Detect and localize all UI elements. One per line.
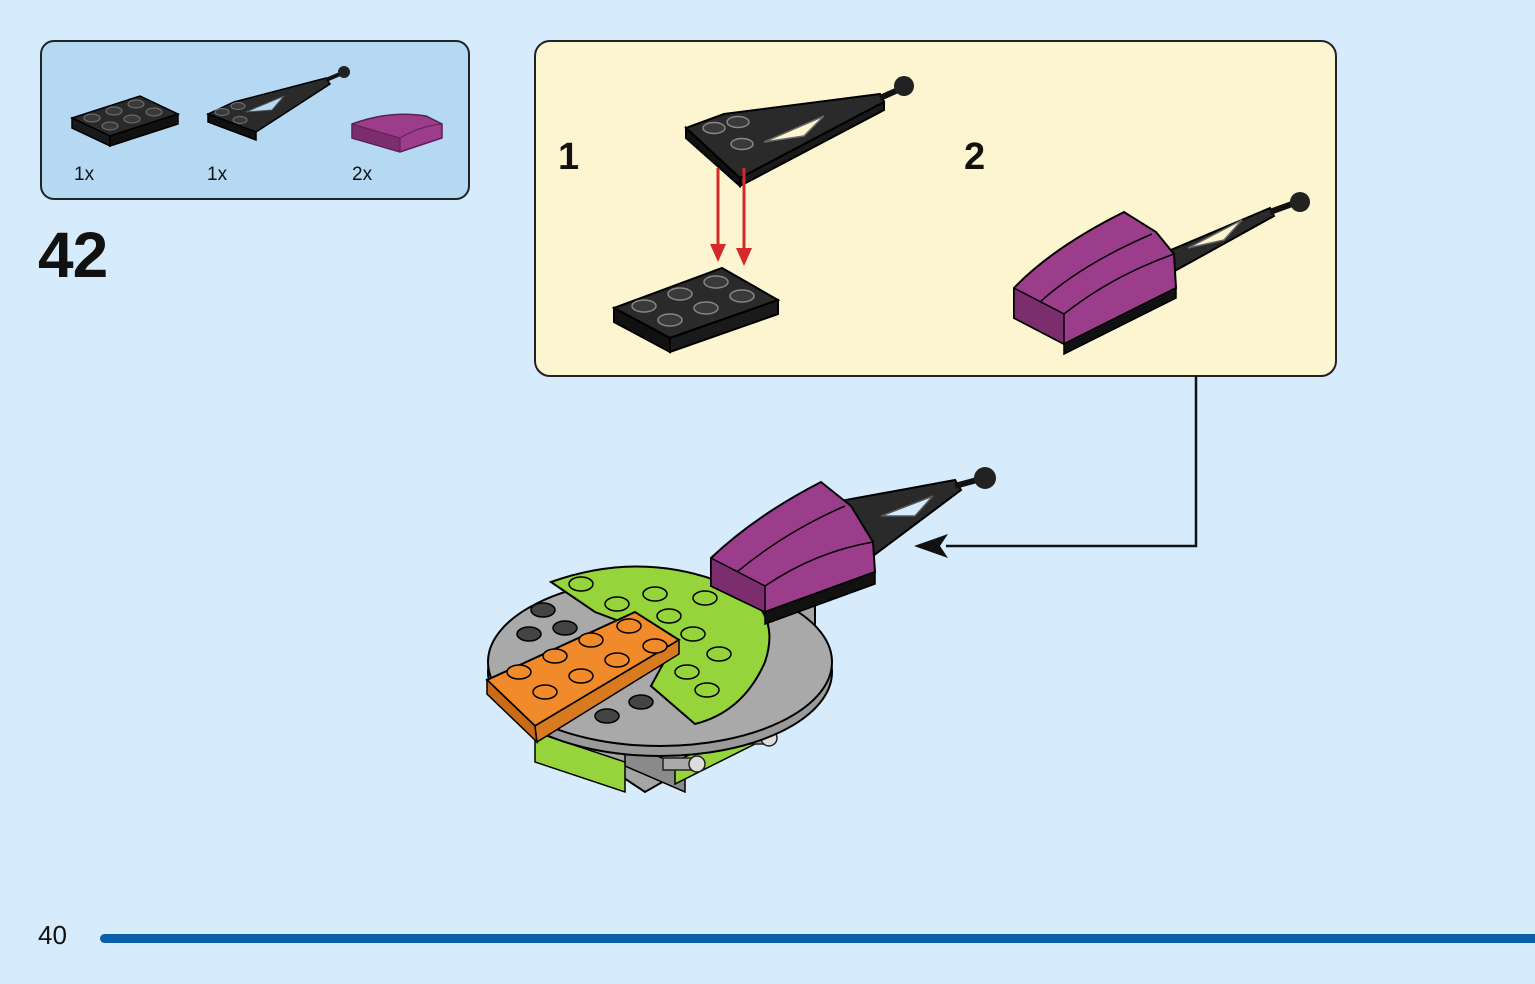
step-number: 42 xyxy=(38,219,108,291)
wing-nose-assembly-illustration xyxy=(1013,192,1310,356)
sub-assembly-box: 1 2 xyxy=(534,40,1337,377)
page-number: 40 xyxy=(38,920,67,950)
part-quantity: 1x xyxy=(207,164,228,185)
page-footer-rule xyxy=(100,934,1535,943)
magenta-curved-slope-icon xyxy=(351,113,443,153)
assembly-arrow-icon xyxy=(710,168,752,266)
sub-step-label: 1 xyxy=(558,136,580,178)
main-model-illustration xyxy=(485,467,996,794)
black-plate-2x3-icon xyxy=(69,95,181,148)
black-wing-plate-icon xyxy=(206,66,350,142)
part-quantity: 2x xyxy=(352,164,373,185)
part-quantity: 1x xyxy=(74,164,95,185)
black-plate-illustration xyxy=(611,266,781,354)
wing-plate-illustration xyxy=(684,76,914,189)
sub-step-label: 2 xyxy=(964,136,986,178)
callout-arrow-icon xyxy=(914,376,1198,558)
parts-list-box: 1x 1x 2x xyxy=(40,40,470,200)
